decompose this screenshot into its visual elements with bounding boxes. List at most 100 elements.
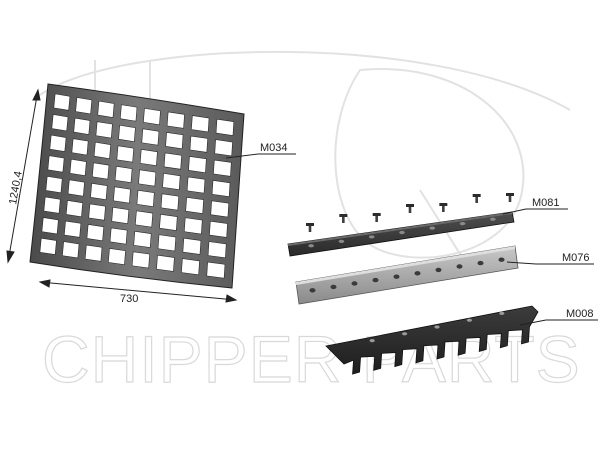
dimension-width xyxy=(38,279,238,303)
plate-hole xyxy=(477,260,484,266)
leader-m081 xyxy=(502,208,568,215)
screen-hole xyxy=(67,179,85,197)
bar-hole xyxy=(399,230,405,235)
screen-hole xyxy=(207,241,227,259)
plate-m076 xyxy=(295,245,519,305)
plate-hole xyxy=(414,271,421,276)
plate-hole xyxy=(498,257,505,262)
screen-hole xyxy=(113,186,131,204)
screen-hole xyxy=(90,183,108,201)
screen-hole xyxy=(157,234,177,252)
screen-hole xyxy=(43,196,61,214)
plate-hole xyxy=(372,277,379,283)
screen-hole xyxy=(39,237,57,255)
screen-hole xyxy=(53,93,71,111)
screen-m034 xyxy=(29,83,245,289)
screen-hole xyxy=(213,159,232,177)
knife-hole xyxy=(369,339,375,343)
bar-hole xyxy=(368,235,375,239)
plate-hole xyxy=(330,284,337,290)
bar-hole xyxy=(459,222,466,226)
screen-hole xyxy=(119,104,138,122)
knife-hole xyxy=(499,311,505,315)
screen-hole xyxy=(186,176,206,194)
screen-hole xyxy=(111,207,130,225)
screen-hole xyxy=(214,139,233,157)
screen-hole xyxy=(86,224,105,242)
screen-hole xyxy=(139,149,158,167)
bolt-head xyxy=(406,204,414,207)
screen-hole xyxy=(136,189,155,207)
leader-m008 xyxy=(519,319,598,326)
part-code-m008: M008 xyxy=(566,308,594,320)
screen-hole xyxy=(118,124,136,142)
knife-hole xyxy=(466,318,472,322)
bolt-shank xyxy=(475,197,478,203)
screen-hole xyxy=(47,155,65,173)
bolt-shank xyxy=(375,216,378,222)
bolt-head xyxy=(439,203,448,206)
screen-hole xyxy=(109,227,128,245)
bar-m081 xyxy=(287,211,515,257)
part-code-m034: M034 xyxy=(260,142,288,154)
screen-hole xyxy=(97,100,115,118)
bar-hole xyxy=(429,226,436,230)
screen-hole xyxy=(71,138,89,156)
plate-hole xyxy=(393,274,400,279)
screen-hole xyxy=(91,162,110,180)
screen-hole xyxy=(185,196,204,214)
plate-hole xyxy=(435,267,442,273)
width-dimension-label: 730 xyxy=(120,293,138,305)
screen-hole xyxy=(88,203,106,221)
screen-hole xyxy=(51,114,69,132)
screen-hole xyxy=(75,97,93,115)
screen-hole xyxy=(163,152,182,170)
bolt-head xyxy=(372,213,381,216)
screen-hole xyxy=(215,118,235,136)
screen-hole xyxy=(165,132,184,150)
screen-hole xyxy=(189,135,209,153)
screen-hole xyxy=(49,134,67,152)
screen-hole xyxy=(135,210,154,228)
screen-hole xyxy=(156,254,175,272)
screen-hole xyxy=(116,145,135,163)
screen-hole xyxy=(191,115,210,133)
screen-hole xyxy=(73,117,91,135)
bolt-head xyxy=(506,193,514,196)
screen-hole xyxy=(143,108,161,126)
screen-hole xyxy=(63,220,82,238)
bolt-head xyxy=(339,214,348,217)
screen-hole xyxy=(162,173,181,191)
bolt-shank xyxy=(342,217,345,223)
dimension-height xyxy=(6,88,41,264)
screen-hole xyxy=(159,213,178,231)
screen-hole xyxy=(45,176,63,194)
screen-hole xyxy=(114,165,133,184)
height-dimension-label: 1240,4 xyxy=(7,170,25,205)
leader-m034 xyxy=(225,153,296,159)
plate-hole xyxy=(456,264,463,269)
screen-hole xyxy=(131,251,150,269)
screen-hole xyxy=(211,180,231,198)
screen-hole xyxy=(166,111,185,129)
bolt-shank xyxy=(442,206,445,212)
screen-hole xyxy=(69,158,87,176)
part-code-m081: M081 xyxy=(532,197,560,209)
screen-hole xyxy=(65,200,84,218)
screen-hole xyxy=(62,241,80,259)
screen-hole xyxy=(182,237,202,255)
plate-hole xyxy=(351,281,358,286)
bolt-head xyxy=(472,194,481,197)
screen-hole xyxy=(188,156,207,174)
screen-hole xyxy=(210,200,230,218)
bolt-shank xyxy=(408,207,412,213)
screen-hole xyxy=(183,217,203,235)
knife-m008 xyxy=(325,305,539,375)
plate-hole xyxy=(309,288,316,293)
bar-hole xyxy=(338,239,345,243)
bolt-shank xyxy=(508,196,512,202)
screen-hole xyxy=(206,261,226,279)
part-code-m076: M076 xyxy=(562,252,590,264)
bar-hole xyxy=(308,244,314,248)
